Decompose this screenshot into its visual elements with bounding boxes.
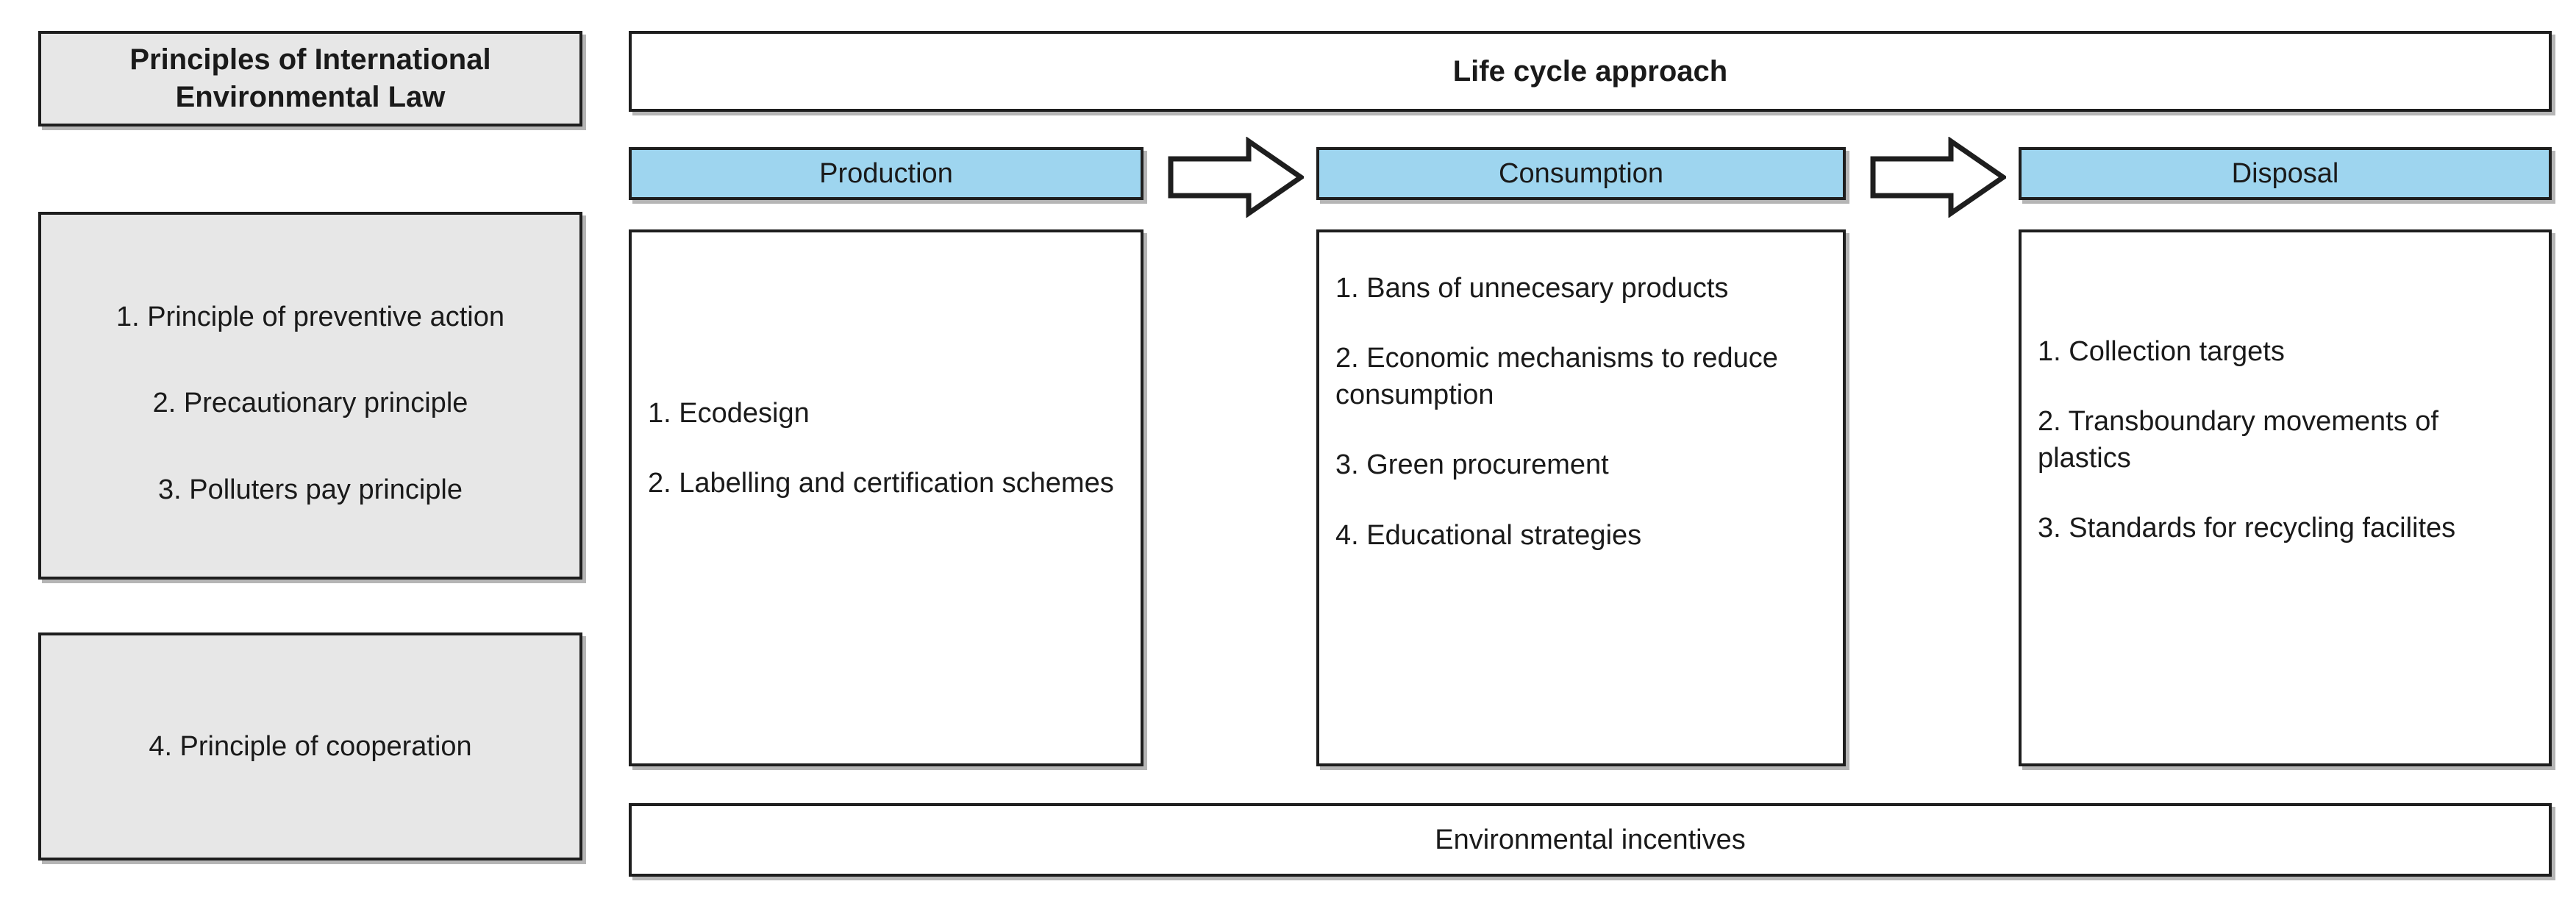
- stage-header-consumption: Consumption: [1316, 147, 1846, 200]
- stage-item: 2. Transboundary movements of plastics: [2038, 406, 2438, 474]
- stage-item-list-disposal: 1. Collection targets 2. Transboundary m…: [2038, 334, 2533, 547]
- principle-cooperation-box: 4. Principle of cooperation: [38, 632, 582, 860]
- principle-item-1: 1. Principle of preventive action: [115, 302, 505, 332]
- stage-header-disposal-label: Disposal: [2231, 157, 2339, 189]
- principles-list-box: 1. Principle of preventive action 2. Pre…: [38, 212, 582, 580]
- principles-panel: Principles of International Environmenta…: [0, 0, 603, 923]
- principle-item-2: 2. Precautionary principle: [152, 388, 468, 418]
- life-cycle-header-box: Life cycle approach: [629, 31, 2552, 112]
- stage-item: 3. Green procurement: [1335, 449, 1609, 481]
- stage-header-consumption-label: Consumption: [1499, 157, 1663, 189]
- block-arrow-right-icon: [1168, 137, 1304, 218]
- arrow-production-to-consumption-icon: [1168, 137, 1304, 218]
- stage-header-disposal: Disposal: [2019, 147, 2552, 200]
- stage-item: 1. Bans of unnecesary products: [1335, 273, 1729, 304]
- environmental-incentives-label: Environmental incentives: [1435, 824, 1746, 855]
- environmental-incentives-box: Environmental incentives: [629, 803, 2552, 877]
- principle-item-4: 4. Principle of cooperation: [149, 730, 472, 762]
- principle-item-3: 3. Polluters pay principle: [158, 474, 463, 505]
- stage-header-production: Production: [629, 147, 1143, 200]
- stage-body-consumption: 1. Bans of unnecesary products 2. Econom…: [1316, 229, 1846, 766]
- principles-title-box: Principles of International Environmenta…: [38, 31, 582, 126]
- life-cycle-header-label: Life cycle approach: [1452, 54, 1728, 88]
- stage-item: 1. Ecodesign: [648, 398, 810, 429]
- stage-item: 4. Educational strategies: [1335, 519, 1642, 551]
- arrow-consumption-to-disposal-icon: [1870, 137, 2006, 218]
- stage-body-production: 1. Ecodesign 2. Labelling and certificat…: [629, 229, 1143, 766]
- stage-item: 3. Standards for recycling facilites: [2038, 513, 2456, 544]
- stage-header-production-label: Production: [819, 157, 953, 189]
- stage-item: 2. Labelling and certification schemes: [648, 468, 1114, 499]
- stage-item-list-production: 1. Ecodesign 2. Labelling and certificat…: [648, 396, 1124, 502]
- stage-body-disposal: 1. Collection targets 2. Transboundary m…: [2019, 229, 2552, 766]
- block-arrow-right-icon: [1870, 137, 2006, 218]
- principles-title: Principles of International Environmenta…: [129, 43, 491, 113]
- stage-item: 1. Collection targets: [2038, 336, 2285, 367]
- stage-item-list-consumption: 1. Bans of unnecesary products 2. Econom…: [1335, 271, 1827, 554]
- stage-item: 2. Economic mechanisms to reduce consump…: [1335, 343, 1778, 410]
